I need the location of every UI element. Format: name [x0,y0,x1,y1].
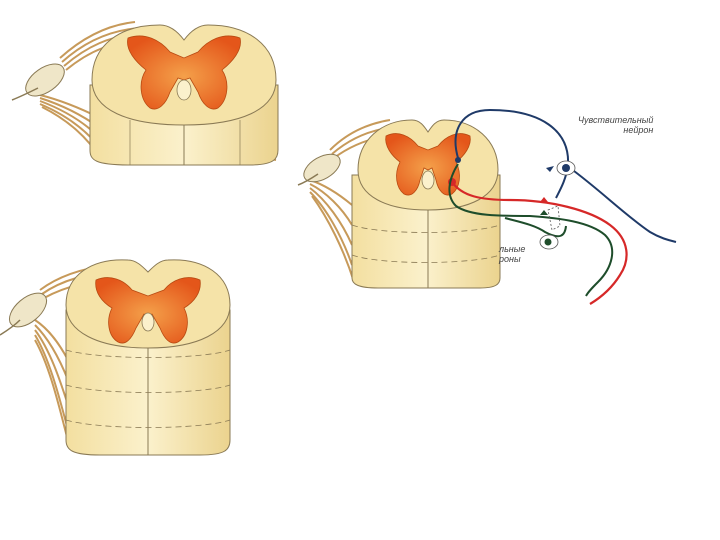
interneuron-nucleus [545,239,552,246]
motor-neurons-label: льные роны [499,244,525,264]
arrow-icon [546,166,554,172]
spinal-ganglion [3,287,52,334]
sensory-neuron-label-line2: нейрон [578,125,653,135]
motor-neurons-label-line2: роны [499,254,525,264]
sensory-neuron-dendrite [570,168,676,242]
synapse-dot [455,157,461,163]
arrow-icon [540,197,548,202]
spinal-segment-bottom-left [0,260,230,455]
sensory-neuron-label-line1: Чувствительный [578,115,653,125]
sensory-neuron-nucleus [562,164,570,172]
spinal-segment-reflex-arc [298,120,500,288]
motor-neurons-label-line1: льные [499,244,525,254]
motor-neuron-green-branch [505,218,566,236]
sensory-neuron-label: Чувствительный нейрон [578,115,653,135]
spinal-segment-top-left [12,22,278,165]
central-canal [177,80,191,100]
central-canal [422,171,434,189]
arrow-icon [540,210,548,215]
central-canal [142,313,154,331]
